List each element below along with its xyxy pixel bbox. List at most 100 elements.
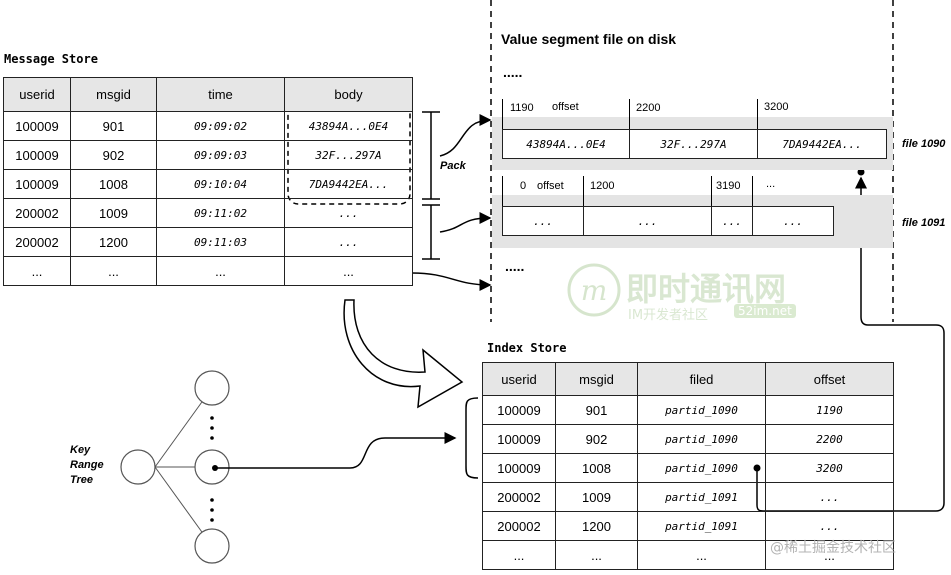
segment-cell: ... <box>584 207 712 235</box>
cell-userid: ... <box>3 256 71 286</box>
cell-userid: ... <box>482 540 556 570</box>
table-row: 100009 1008 partid_1090 3200 <box>482 453 894 483</box>
cell-offset: ... <box>765 482 894 512</box>
file1090-segment: 43894A...0E4 32F...297A 7DA9442EA... <box>502 129 887 159</box>
watermark-url: 52im.net <box>734 304 796 318</box>
segment-cell: 7DA9442EA... <box>782 137 862 151</box>
col-header: msgid <box>70 77 157 112</box>
tree-label-line: Tree <box>70 474 94 486</box>
tree-root-node <box>120 449 156 485</box>
watermark-logo-icon: m <box>567 263 621 317</box>
cell-msgid: 902 <box>70 140 157 170</box>
cell-body: ... <box>284 256 413 286</box>
table-row: 100009 1008 09:10:04 7DA9442EA... <box>3 169 413 199</box>
cell-offset: 1190 <box>765 395 894 425</box>
table-row: 200002 1009 09:11:02 ... <box>3 198 413 228</box>
key-range-tree <box>120 370 230 564</box>
table-row: 100009 901 09:09:02 43894A...0E4 <box>3 111 413 141</box>
segment-cell: 43894A...0E4 <box>503 130 630 158</box>
file1090-marker-3200: 3200 <box>764 101 789 113</box>
cell-body: ... <box>284 198 413 228</box>
watermark-subtitle: IM开发者社区 <box>628 308 709 323</box>
arrow-to-more <box>411 272 492 291</box>
value-segment-bottom-dots: ..... <box>505 258 525 274</box>
cell-offset: ... <box>765 540 894 570</box>
table-row: 200002 1200 partid_1091 ... <box>482 511 894 541</box>
segment-cell: 32F...297A <box>630 130 758 158</box>
cell-msgid: 1200 <box>555 511 638 541</box>
segment-cell: ... <box>503 207 584 235</box>
cell-filed: partid_1090 <box>637 424 766 454</box>
watermark-title: 即时通讯网 <box>626 270 787 308</box>
col-header: userid <box>3 77 71 112</box>
message-store-header-row: userid msgid time body <box>3 77 413 112</box>
pack-bracket-1 <box>422 111 440 200</box>
file1090-marker-1190: 1190 <box>510 102 534 114</box>
cell-filed: partid_1091 <box>637 482 766 512</box>
table-row: 200002 1009 partid_1091 ... <box>482 482 894 512</box>
cell-body: 43894A...0E4 <box>284 111 413 141</box>
cell-time: 09:10:04 <box>156 169 285 199</box>
col-header: filed <box>637 362 766 396</box>
watermark: m 即时通讯网 IM开发者社区 52im.net <box>566 262 796 323</box>
footer-watermark: @稀土掘金技术社区 <box>770 540 896 556</box>
cell-msgid: 902 <box>555 424 638 454</box>
tree-child-node-bottom <box>194 528 230 564</box>
tree-child-node-top <box>194 370 230 406</box>
cell-filed: partid_1090 <box>637 395 766 425</box>
tree-child-node-mid <box>194 449 230 485</box>
key-range-tree-label: Key Range Tree <box>70 443 104 488</box>
table-row: 200002 1200 09:11:03 ... <box>3 227 413 257</box>
cell-time: 09:11:02 <box>156 198 285 228</box>
tree-to-index-arrow <box>215 432 457 469</box>
table-row: 100009 901 partid_1090 1190 <box>482 395 894 425</box>
file1091-marker-0: 0 <box>520 180 527 192</box>
file1090-label: file 1090 <box>902 138 946 150</box>
file1091-marker-offset: offset <box>537 180 564 192</box>
col-header: userid <box>482 362 556 396</box>
file1090-marker-2200: 2200 <box>636 102 661 114</box>
arrow-to-file1090 <box>439 114 492 157</box>
pack-label: Pack <box>440 160 466 172</box>
table-row: 100009 902 09:09:03 32F...297A <box>3 140 413 170</box>
value-segment-title: Value segment file on disk <box>501 31 677 47</box>
cell-msgid: ... <box>555 540 638 570</box>
cell-userid: 200002 <box>3 198 71 228</box>
svg-text:m: m <box>581 274 608 307</box>
cell-msgid: 1200 <box>70 227 157 257</box>
file1091-marker-1200: 1200 <box>590 180 615 192</box>
cell-msgid: 901 <box>70 111 157 141</box>
segment-cell: ... <box>783 214 803 228</box>
cell-msgid: ... <box>70 256 157 286</box>
cell-msgid: 901 <box>555 395 638 425</box>
cell-msgid: 1009 <box>555 482 638 512</box>
cell-time: 09:09:03 <box>156 140 285 170</box>
index-store-header-row: userid msgid filed offset <box>482 362 894 396</box>
cell-userid: 100009 <box>3 140 71 170</box>
index-store-title: Index Store <box>487 341 567 355</box>
index-store-table: userid msgid filed offset 100009 901 par… <box>482 362 894 570</box>
file1091-label: file 1091 <box>902 217 946 229</box>
file1090-marker-offset: offset <box>552 101 579 113</box>
cell-body: 32F...297A <box>284 140 413 170</box>
message-store-title: Message Store <box>4 52 98 66</box>
col-header: offset <box>765 362 894 396</box>
cell-offset: ... <box>765 511 894 541</box>
table-row: ... ... ... ... <box>3 256 413 286</box>
value-segment-top-dots: ..... <box>503 64 523 80</box>
cell-msgid: 1008 <box>70 169 157 199</box>
index-bracket <box>465 397 479 479</box>
cell-userid: 100009 <box>482 453 556 483</box>
tree-label-line: Key <box>70 444 91 456</box>
big-curved-arrow <box>343 299 464 409</box>
message-store-table: userid msgid time body 100009 901 09:09:… <box>3 77 413 286</box>
table-row: 100009 902 partid_1090 2200 <box>482 424 894 454</box>
cell-userid: 100009 <box>3 111 71 141</box>
col-header: time <box>156 77 285 112</box>
cell-time: ... <box>156 256 285 286</box>
file1091-segment: ... ... ... ... <box>502 206 834 236</box>
segment-cell: ... <box>712 207 753 235</box>
cell-userid: 100009 <box>482 424 556 454</box>
cell-time: 09:09:02 <box>156 111 285 141</box>
